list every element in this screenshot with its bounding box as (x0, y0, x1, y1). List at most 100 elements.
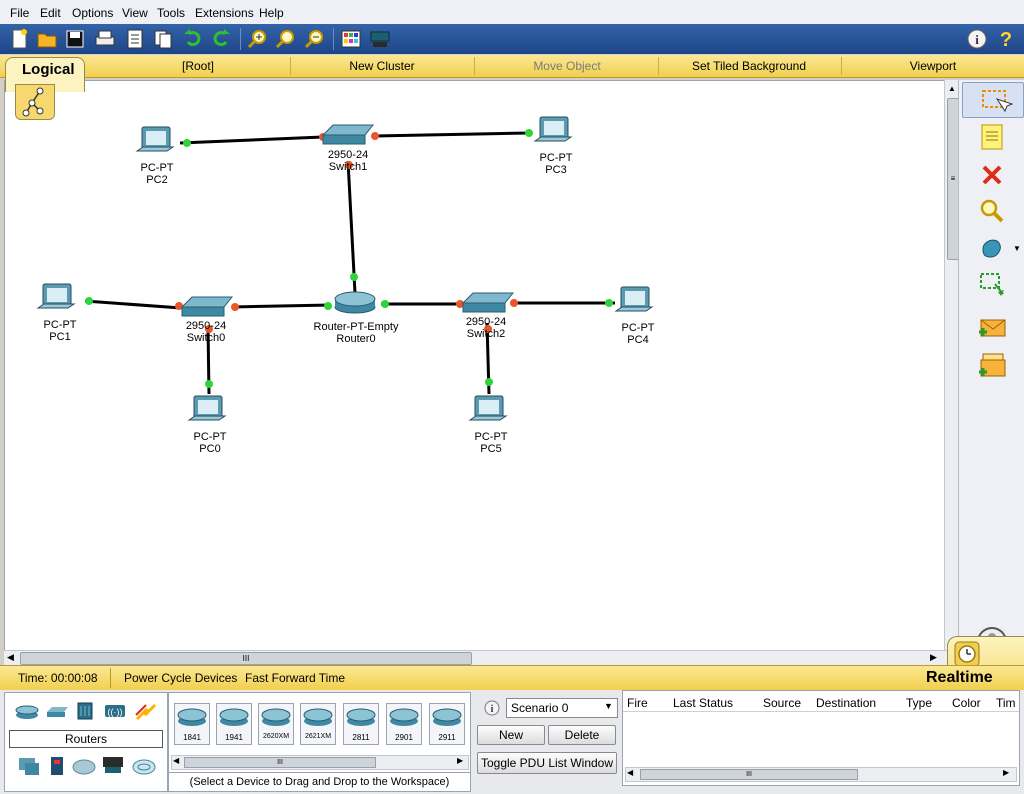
router0-icon[interactable] (334, 291, 376, 314)
scroll-left-icon[interactable]: ◀ (173, 756, 180, 765)
zoom-reset-icon[interactable] (275, 28, 297, 50)
root-tab[interactable]: [Root] (181, 59, 214, 73)
new-cluster-tab[interactable]: New Cluster (349, 59, 415, 73)
wireless-category-icon[interactable]: ((·)) (103, 701, 127, 721)
switch2-icon[interactable] (461, 292, 515, 313)
scroll-left-icon[interactable]: ◀ (7, 652, 14, 662)
menu-edit[interactable]: Edit (40, 6, 61, 20)
undo-icon[interactable] (182, 28, 204, 50)
print-icon[interactable] (94, 28, 116, 50)
custom-device-icon[interactable] (369, 28, 391, 50)
menu-tools[interactable]: Tools (157, 6, 186, 20)
new-file-icon[interactable] (8, 28, 30, 50)
zoom-in-icon[interactable] (247, 28, 269, 50)
toggle-pdu-list-button[interactable]: Toggle PDU List Window (477, 752, 617, 774)
info-icon[interactable]: i (484, 700, 500, 716)
end-devices-category-icon[interactable] (17, 755, 41, 777)
scroll-up-icon[interactable]: ▲ (948, 84, 956, 93)
hubs-category-icon[interactable] (75, 701, 95, 721)
wan-emulation-category-icon[interactable] (71, 755, 97, 777)
column-time[interactable]: Tim (996, 696, 1016, 710)
column-destination[interactable]: Destination (816, 696, 877, 710)
custom-made-devices-category-icon[interactable] (101, 753, 127, 777)
pc3-icon[interactable] (533, 116, 573, 142)
horizontal-scroll-thumb[interactable]: III (20, 652, 472, 665)
scenario-select[interactable]: Scenario 0 ▼ (506, 698, 618, 718)
routers-category-icon[interactable] (15, 703, 39, 721)
switches-category-icon[interactable] (45, 703, 69, 721)
activity-wizard-icon[interactable] (124, 28, 146, 50)
scroll-right-icon[interactable]: ▶ (930, 652, 937, 662)
help-icon[interactable]: ? (995, 28, 1017, 50)
pc2-icon[interactable] (135, 126, 175, 152)
router-model-2811[interactable]: 2811 (343, 703, 379, 745)
link-switch1-router0[interactable] (346, 160, 357, 294)
column-last-status[interactable]: Last Status (673, 696, 734, 710)
router-model-1841[interactable]: 1841 (174, 703, 210, 745)
delete-icon[interactable] (977, 160, 1007, 190)
menu-help[interactable]: Help (259, 6, 284, 20)
pdu-table-scroll-thumb[interactable]: III (640, 769, 858, 780)
note-icon[interactable] (977, 122, 1007, 152)
menu-file[interactable]: File (10, 6, 30, 20)
router-model-2901[interactable]: 2901 (386, 703, 422, 745)
move-object-tab[interactable]: Move Object (533, 59, 601, 73)
pc0-icon[interactable] (187, 395, 227, 421)
model-list-scroll-thumb[interactable]: III (184, 757, 376, 768)
link-pc2-switch1[interactable] (179, 135, 324, 145)
zoom-out-icon[interactable] (304, 28, 326, 50)
router-model-2621xm[interactable]: 2621XM (300, 703, 336, 745)
column-color[interactable]: Color (952, 696, 981, 710)
redo-icon[interactable] (210, 28, 232, 50)
column-type[interactable]: Type (906, 696, 933, 710)
vertical-scrollbar[interactable]: ≡ ▲ (944, 80, 959, 650)
logical-view-button[interactable] (15, 84, 55, 120)
router-model-2620xm[interactable]: 2620XM (258, 703, 294, 745)
menu-options[interactable]: Options (72, 6, 114, 20)
pc5-icon[interactable] (468, 395, 508, 421)
add-complex-pdu-icon[interactable] (977, 350, 1007, 380)
inspect-icon[interactable] (977, 196, 1007, 226)
viewport-tab[interactable]: Viewport (909, 59, 957, 73)
multiuser-connection-category-icon[interactable] (131, 755, 157, 777)
chevron-down-icon[interactable]: ▼ (604, 701, 613, 711)
select-tool[interactable] (962, 82, 1024, 118)
add-simple-pdu-icon[interactable] (977, 312, 1007, 342)
menu-view[interactable]: View (122, 6, 148, 20)
security-category-icon[interactable] (47, 755, 67, 777)
palette-icon[interactable] (340, 28, 362, 50)
connections-category-icon[interactable] (133, 699, 159, 723)
link-switch0-router0[interactable] (231, 303, 332, 309)
router-model-2911[interactable]: 2911 (429, 703, 465, 745)
router-model-1941[interactable]: 1941 (216, 703, 252, 745)
horizontal-scrollbar[interactable]: ◀ III ▶ (4, 650, 958, 665)
menu-extensions[interactable]: Extensions (195, 6, 254, 20)
model-list-scrollbar[interactable]: ◀ III ▶ (171, 755, 469, 770)
info-icon[interactable]: i (966, 28, 988, 50)
realtime-label[interactable]: Realtime (926, 669, 993, 686)
column-source[interactable]: Source (763, 696, 802, 710)
power-cycle-devices-button[interactable]: Power Cycle Devices (124, 671, 238, 685)
link-pc1-switch0[interactable] (84, 299, 182, 310)
set-tiled-background-tab[interactable]: Set Tiled Background (691, 59, 807, 73)
switch0-icon[interactable] (180, 296, 234, 317)
switch1-icon[interactable] (321, 124, 375, 145)
new-scenario-button[interactable]: New (477, 725, 545, 745)
link-switch1-pc3[interactable] (372, 131, 530, 138)
pc4-icon[interactable] (614, 286, 654, 312)
scroll-right-icon[interactable]: ▶ (1003, 768, 1010, 777)
draw-shape-icon[interactable] (977, 233, 1007, 263)
scroll-right-icon[interactable]: ▶ (457, 756, 464, 765)
save-icon[interactable] (64, 28, 86, 50)
pc1-icon[interactable] (36, 283, 76, 309)
delete-scenario-button[interactable]: Delete (548, 725, 616, 745)
scroll-left-icon[interactable]: ◀ (627, 768, 634, 777)
fast-forward-time-button[interactable]: Fast Forward Time (245, 671, 346, 685)
resize-shape-icon[interactable] (977, 270, 1007, 300)
chevron-down-icon[interactable]: ▼ (1013, 244, 1021, 253)
open-folder-icon[interactable] (36, 28, 58, 50)
copy-icon[interactable] (152, 28, 174, 50)
column-fire[interactable]: Fire (627, 696, 648, 710)
pdu-table-scrollbar[interactable]: ◀ III ▶ (625, 767, 1017, 782)
